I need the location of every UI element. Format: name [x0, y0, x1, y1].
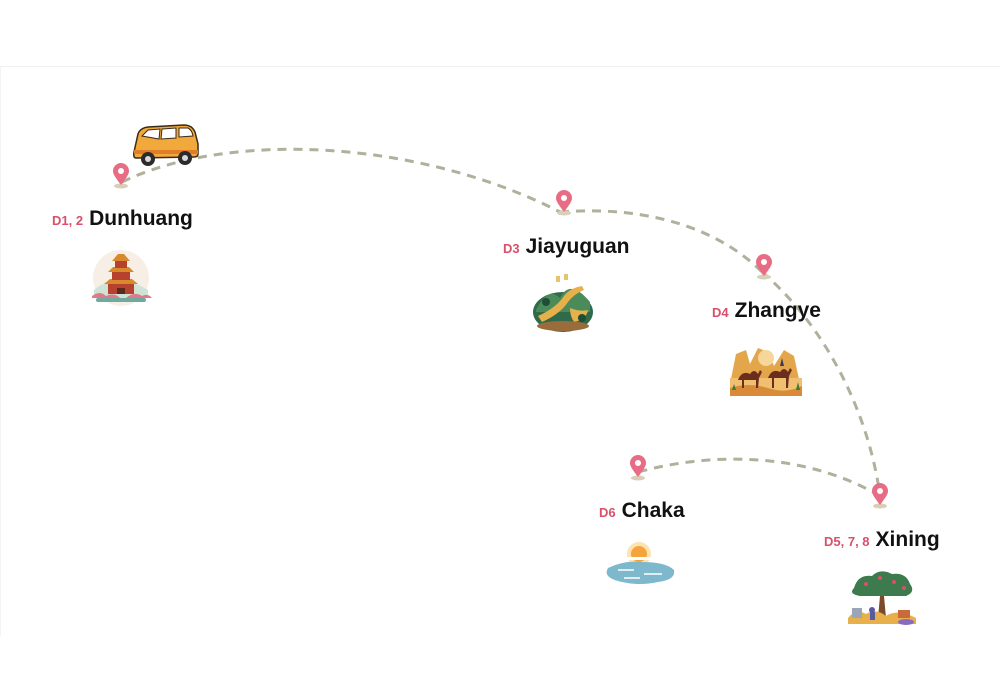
map-pin-icon[interactable]	[111, 163, 131, 189]
great-wall-icon	[533, 274, 593, 332]
tree-village-icon	[848, 571, 916, 625]
stop-days: D6	[599, 505, 616, 520]
stop-label-dunhuang[interactable]: D1, 2 Dunhuang	[52, 207, 193, 231]
stop-days: D4	[712, 305, 729, 320]
stop-label-xining[interactable]: D5, 7, 8 Xining	[824, 528, 940, 552]
stop-city: Zhangye	[734, 299, 821, 322]
map-pin-icon[interactable]	[870, 483, 890, 509]
stop-city: Dunhuang	[89, 207, 193, 230]
stop-city: Xining	[875, 528, 940, 551]
stop-label-jiayuguan[interactable]: D3 Jiayuguan	[503, 235, 630, 259]
route-xining-chaka	[637, 457, 881, 498]
map-pin-icon[interactable]	[628, 455, 648, 481]
stop-days: D1, 2	[52, 213, 84, 228]
stop-days: D5, 7, 8	[824, 534, 870, 549]
camel-desert-icon	[730, 348, 802, 396]
route-dunhuang-jiayuguan	[121, 147, 561, 214]
route-zhangye-xining	[761, 270, 882, 497]
map-frame	[0, 66, 1000, 636]
stop-city: Jiayuguan	[525, 235, 630, 258]
stop-city: Chaka	[621, 499, 685, 522]
stop-label-zhangye[interactable]: D4 Zhangye	[712, 299, 821, 323]
pagoda-icon	[92, 250, 152, 306]
route-jiayuguan-zhangye	[559, 209, 764, 274]
map-pin-icon[interactable]	[754, 254, 774, 280]
van-icon	[133, 124, 199, 166]
map-pin-icon[interactable]	[554, 190, 574, 216]
stop-days: D3	[503, 241, 520, 256]
salt-lake-sunset-icon	[606, 542, 675, 584]
stop-label-chaka[interactable]: D6 Chaka	[599, 499, 685, 523]
